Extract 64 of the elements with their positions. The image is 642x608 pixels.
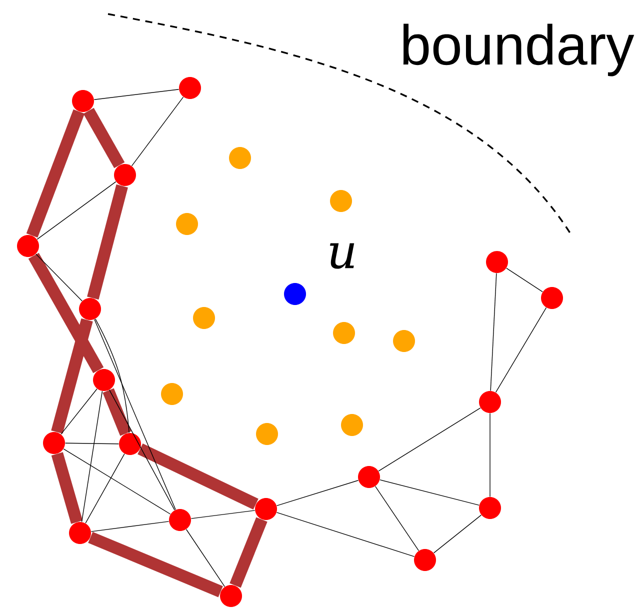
graph-vertex (255, 498, 277, 520)
thick-edge (87, 184, 128, 300)
thick-edge (102, 388, 132, 436)
edge-line (186, 529, 226, 587)
node-label: u (330, 243, 354, 269)
edge-line (109, 390, 175, 510)
graph-vertex (358, 466, 380, 488)
edge-line (490, 272, 497, 392)
edge-line (95, 318, 130, 434)
edge-line (64, 442, 120, 444)
edge-line (433, 514, 482, 554)
graph-vertex (486, 251, 508, 274)
graph-vertex (169, 509, 191, 531)
graph-vertex (479, 497, 501, 519)
edge-line (63, 448, 171, 514)
edge-line (374, 486, 420, 551)
boundary-label: boundary (403, 24, 634, 76)
graph-vertex (220, 585, 242, 607)
thick-edge (51, 452, 83, 524)
graph-vertex (414, 549, 436, 571)
edge-line (378, 408, 481, 472)
interior-dot (256, 423, 278, 445)
center-dot (284, 283, 306, 306)
thick-edge (138, 443, 258, 510)
edge-line (131, 96, 184, 166)
interior-dot (229, 147, 251, 169)
edge-line (90, 521, 170, 532)
edge-line (276, 512, 415, 557)
graph-vertex (93, 369, 115, 392)
interior-dot (341, 414, 363, 436)
interior-dot (193, 307, 215, 330)
edge-line (276, 480, 359, 506)
edge-line (36, 254, 82, 302)
edge-line (85, 454, 125, 524)
graph-vertex (17, 235, 39, 257)
graph-vertex (479, 391, 501, 413)
interior-dot (333, 322, 355, 344)
edge-line (94, 89, 180, 100)
edge-line (190, 510, 256, 519)
thick-edge (28, 252, 104, 374)
graph-vertex (69, 522, 91, 544)
thick-edge (83, 108, 125, 168)
thick-edge (88, 532, 223, 598)
interior-dot (393, 330, 415, 352)
graph-vertex (119, 433, 141, 456)
edge-line (60, 388, 98, 435)
thick-edge (51, 318, 93, 434)
graph-vertex (72, 90, 94, 112)
graph-vertex (43, 432, 65, 454)
edge-line (380, 479, 480, 506)
edge-line (36, 181, 116, 240)
graph-vertex (114, 164, 136, 186)
graph-vertex (541, 287, 564, 309)
interior-dot (330, 190, 352, 212)
interior-dot (176, 213, 198, 235)
graph-vertex (79, 298, 101, 320)
thick-edge (230, 517, 268, 588)
edge-line (94, 319, 176, 510)
thick-edge (26, 109, 85, 238)
graph-vertex (179, 77, 201, 99)
edge-line (81, 390, 103, 522)
edge-line (506, 268, 543, 292)
edge-line (495, 307, 547, 393)
interior-dot (161, 383, 183, 405)
